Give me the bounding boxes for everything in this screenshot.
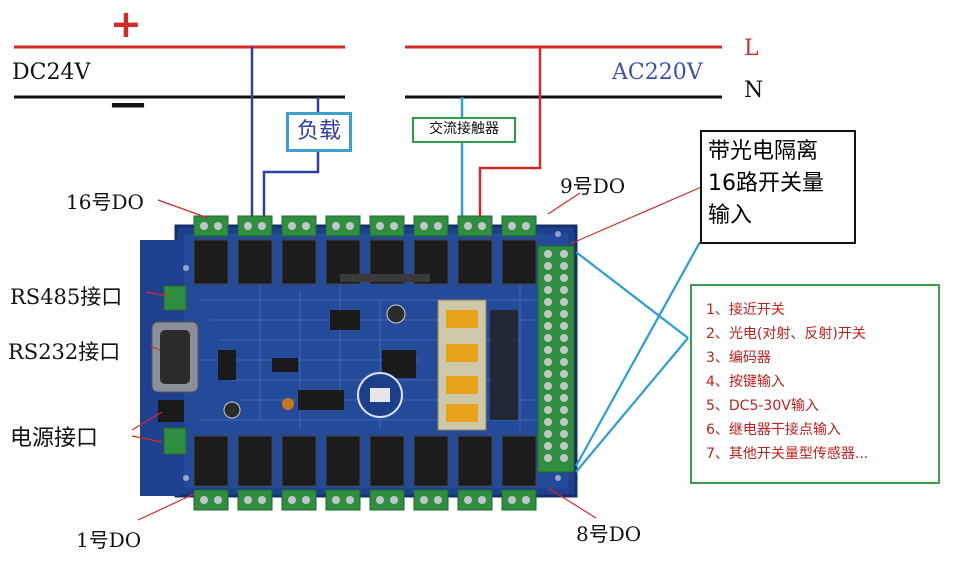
- input-type-item: 3、编码器: [706, 350, 771, 366]
- contactor-box: 交流接触器: [412, 117, 516, 143]
- isolation-line-3: 输入: [708, 203, 753, 228]
- relay: [413, 435, 449, 487]
- input-type-item: 1、接近开关: [706, 302, 785, 318]
- isolation-box: 带光电隔离 16路开关量 输入: [700, 130, 856, 244]
- relay: [501, 239, 537, 285]
- relay: [281, 435, 317, 487]
- isolation-line-1: 带光电隔离: [708, 139, 819, 164]
- rs232-label: RS232接口: [8, 340, 121, 364]
- relay-terminal: [237, 489, 273, 511]
- ac-N-label: N: [744, 78, 764, 103]
- do9-label: 9号DO: [560, 174, 626, 198]
- input-type-item: 7、其他开关量型传感器...: [706, 446, 869, 462]
- relay: [193, 239, 229, 285]
- rs485-label: RS485接口: [10, 285, 123, 309]
- relay-terminal: [501, 215, 537, 237]
- input-terminal-strip: [537, 245, 575, 473]
- input-type-item: 6、继电器干接点输入: [706, 422, 841, 438]
- relay: [325, 435, 361, 487]
- relay: [457, 435, 493, 487]
- do16-label: 16号DO: [66, 190, 144, 214]
- relay: [457, 239, 493, 285]
- do1-label: 1号DO: [76, 528, 142, 552]
- relay-terminal: [413, 215, 449, 237]
- relay-terminal: [369, 215, 405, 237]
- dc24v-label: DC24V: [12, 60, 91, 85]
- relay: [281, 239, 317, 285]
- dc-minus-sign: —: [110, 83, 146, 124]
- relay: [193, 435, 229, 487]
- ac220v-label: AC220V: [612, 60, 703, 85]
- input-type-item: 5、DC5-30V输入: [706, 398, 819, 414]
- relay-terminal: [237, 215, 273, 237]
- relay: [237, 435, 273, 487]
- load-box: 负载: [286, 112, 352, 152]
- relay-terminal: [281, 489, 317, 511]
- relay-terminal: [369, 489, 405, 511]
- relay-terminal: [413, 489, 449, 511]
- input-types-list: 1、接近开关 2、光电(对射、反射)开关 3、编码器 4、按键输入 5、DC5-…: [690, 284, 940, 484]
- relay-terminal: [325, 215, 361, 237]
- do8-label: 8号DO: [576, 522, 642, 546]
- relay: [501, 435, 537, 487]
- dc-plus-sign: +: [110, 2, 142, 46]
- power-port-label: 电源接口: [10, 426, 99, 451]
- ac-L-label: L: [744, 36, 759, 61]
- bottom-relay-row: [193, 435, 537, 511]
- relay-terminal: [193, 215, 229, 237]
- relay-terminal: [457, 489, 493, 511]
- input-type-item: 2、光电(对射、反射)开关: [706, 326, 866, 342]
- top-relay-row: [193, 215, 537, 285]
- relay-terminal: [457, 215, 493, 237]
- relay-terminal: [325, 489, 361, 511]
- relay: [369, 435, 405, 487]
- relay: [237, 239, 273, 285]
- dc-load-wiring: [250, 47, 320, 232]
- input-type-item: 4、按键输入: [706, 374, 785, 390]
- isolation-line-2: 16路开关量: [708, 171, 824, 196]
- list-bracket-lines: [575, 241, 701, 473]
- callout-lines: [131, 184, 707, 521]
- relay-terminal: [281, 215, 317, 237]
- board-components: [151, 274, 518, 455]
- relay-terminal: [501, 489, 537, 511]
- relay-terminal: [193, 489, 229, 511]
